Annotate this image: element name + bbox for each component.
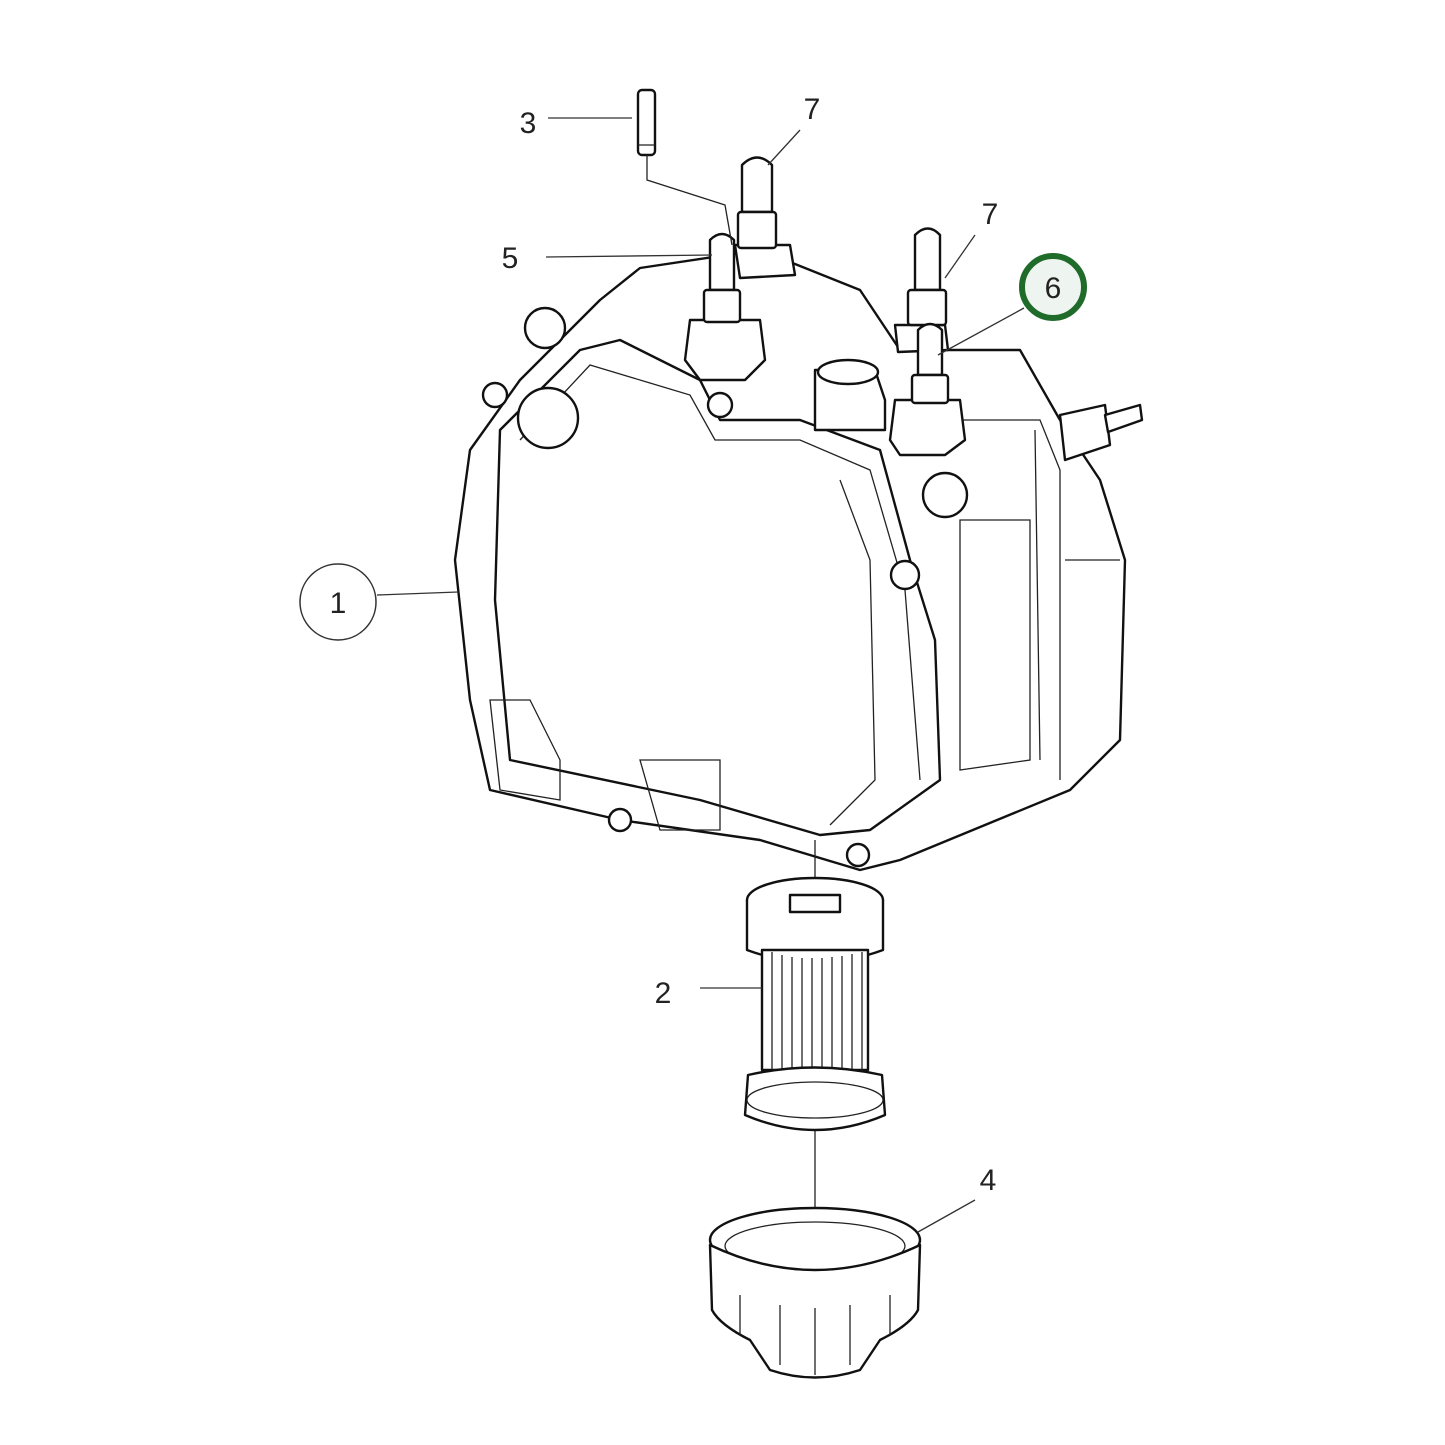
pump-module-body [453, 243, 1144, 872]
pin-part-5 [708, 232, 736, 292]
callout-7a[interactable]: 7 [804, 93, 821, 126]
filter-cap [708, 1206, 922, 1379]
filter-element [743, 876, 887, 1132]
connector-pins [636, 88, 950, 405]
leader-3-path [646, 155, 733, 246]
callout-6[interactable]: 6 [1019, 253, 1087, 321]
callout-2[interactable]: 2 [655, 977, 672, 1010]
leader-lines [376, 117, 1025, 1233]
callout-label: 6 [1045, 272, 1062, 305]
callout-3[interactable]: 3 [520, 107, 537, 140]
pin-part-7b [913, 227, 942, 292]
callout-5[interactable]: 5 [502, 242, 519, 275]
callout-7b[interactable]: 7 [982, 198, 999, 231]
callout-4[interactable]: 4 [980, 1164, 997, 1197]
callout-label: 1 [330, 587, 347, 620]
pin-part-7a [740, 156, 774, 214]
callout-1[interactable]: 1 [299, 563, 377, 641]
pin-part-6 [916, 322, 944, 377]
